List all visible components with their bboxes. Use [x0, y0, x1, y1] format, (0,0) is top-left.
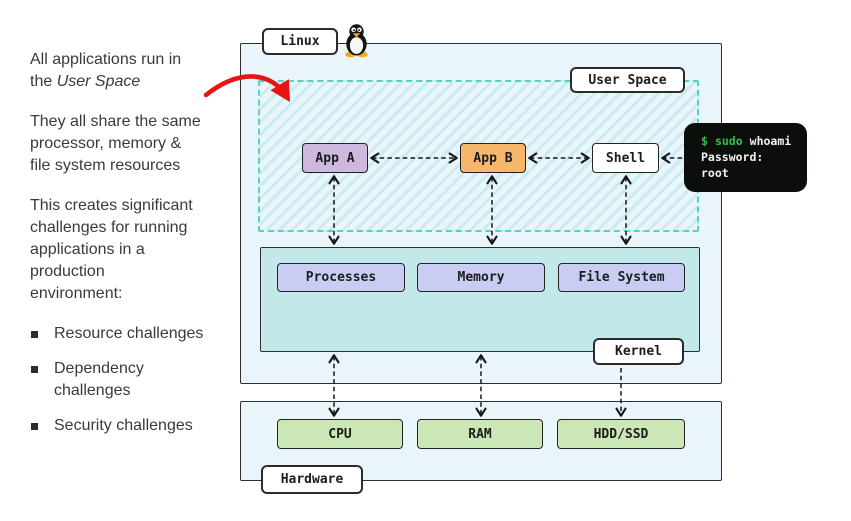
processes-label: Processes — [305, 270, 377, 285]
ram-label: RAM — [468, 426, 492, 442]
challenges-list: Resource challenges Dependency challenge… — [30, 323, 242, 437]
terminal-window: $ sudo whoami Password: root — [684, 123, 807, 192]
cpu-box: CPU — [277, 419, 403, 449]
note-paragraph-1-text: All applications run in the — [30, 51, 182, 90]
file-system-label: File System — [578, 270, 665, 285]
hdd-ssd-label: HDD/SSD — [593, 426, 649, 442]
shell-box: Shell — [592, 143, 659, 173]
processes-box: Processes — [277, 263, 405, 292]
list-item-label: Security challenges — [54, 417, 193, 434]
terminal-line-output: root — [701, 166, 729, 180]
note-paragraph-2: They all share the same processor, memor… — [30, 113, 201, 174]
hardware-label-chip: Hardware — [261, 465, 363, 494]
app-b-label: App B — [473, 150, 513, 166]
bullet-square-icon — [31, 331, 38, 338]
user-space-emphasis: User Space — [56, 73, 141, 90]
list-item-security: Security challenges — [30, 415, 242, 437]
linux-label: Linux — [280, 34, 320, 49]
app-a-box: App A — [302, 143, 368, 173]
memory-label: Memory — [457, 270, 505, 285]
terminal-line-command: $ sudo whoami — [701, 133, 807, 149]
list-item-dependency: Dependency challenges — [30, 358, 242, 402]
terminal-line-password: Password: — [701, 150, 764, 164]
terminal-command: sudo — [714, 134, 743, 148]
file-system-box: File System — [558, 263, 685, 292]
list-item-label: Dependency challenges — [54, 360, 144, 399]
memory-box: Memory — [417, 263, 545, 292]
cpu-label: CPU — [328, 426, 352, 442]
hardware-label: Hardware — [280, 472, 344, 487]
left-notes: All applications run in the User Space T… — [30, 49, 242, 450]
kernel-label-chip: Kernel — [593, 338, 684, 365]
note-paragraph-1: All applications run in the User Space — [30, 49, 242, 93]
kernel-label: Kernel — [615, 344, 662, 359]
terminal-prompt: $ — [701, 134, 708, 148]
app-a-label: App A — [315, 150, 355, 166]
bullet-square-icon — [31, 423, 38, 430]
user-space-label: User Space — [588, 72, 667, 88]
note-paragraph-3: This creates significant challenges for … — [30, 197, 193, 302]
app-b-box: App B — [460, 143, 526, 173]
hdd-ssd-box: HDD/SSD — [557, 419, 685, 449]
terminal-argument: whoami — [749, 134, 792, 148]
bullet-square-icon — [31, 366, 38, 373]
linux-label-chip: Linux — [262, 28, 338, 55]
user-space-label-chip: User Space — [570, 67, 685, 93]
list-item-resource: Resource challenges — [30, 323, 242, 345]
list-item-label: Resource challenges — [54, 325, 204, 342]
ram-box: RAM — [417, 419, 543, 449]
shell-label: Shell — [605, 150, 646, 166]
